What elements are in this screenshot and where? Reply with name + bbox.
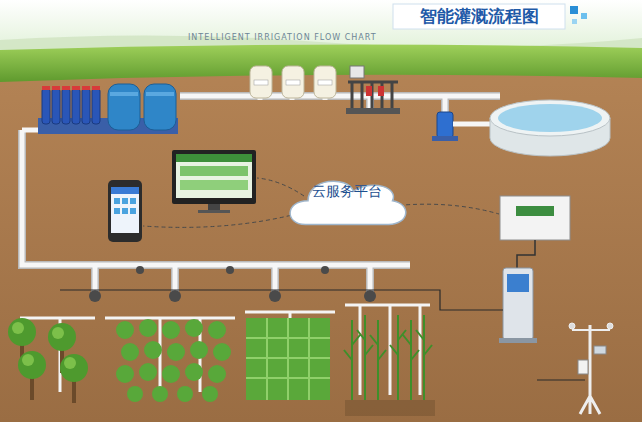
controller-cabinet [500,196,570,268]
solenoid-valves [89,266,376,302]
fertilizer-tanks [250,66,336,98]
weather-station [569,323,613,414]
diagram-title: 智能灌溉流程图 [395,6,563,27]
title-banner [393,4,565,29]
subtitle-text: INTELLIGENT IRRIGATION FLOW CHART [188,33,377,42]
banner-square [581,13,587,19]
shrub-field [116,319,231,402]
main-pipe [22,96,500,292]
sensor-cable [537,379,585,380]
water-pool [490,100,610,156]
computer-monitor [172,150,256,213]
pump [432,112,495,141]
fertigation-machine [346,66,400,114]
root-zone [345,400,435,416]
cloud-outline [290,181,406,224]
banner-square [570,6,578,14]
corn-field [344,315,432,400]
wireless-links [143,178,499,227]
banner-square [572,19,577,24]
smartphone [108,180,142,242]
node-text: 云服务平台 [296,183,398,201]
control-terminal [499,268,537,343]
cloud-shape [282,172,412,236]
cloud-node: 云服务平台 [292,180,402,228]
filter-station [38,84,178,134]
vegetable-field [246,318,330,400]
control-cable [60,290,503,310]
orchard-trees [8,318,88,403]
